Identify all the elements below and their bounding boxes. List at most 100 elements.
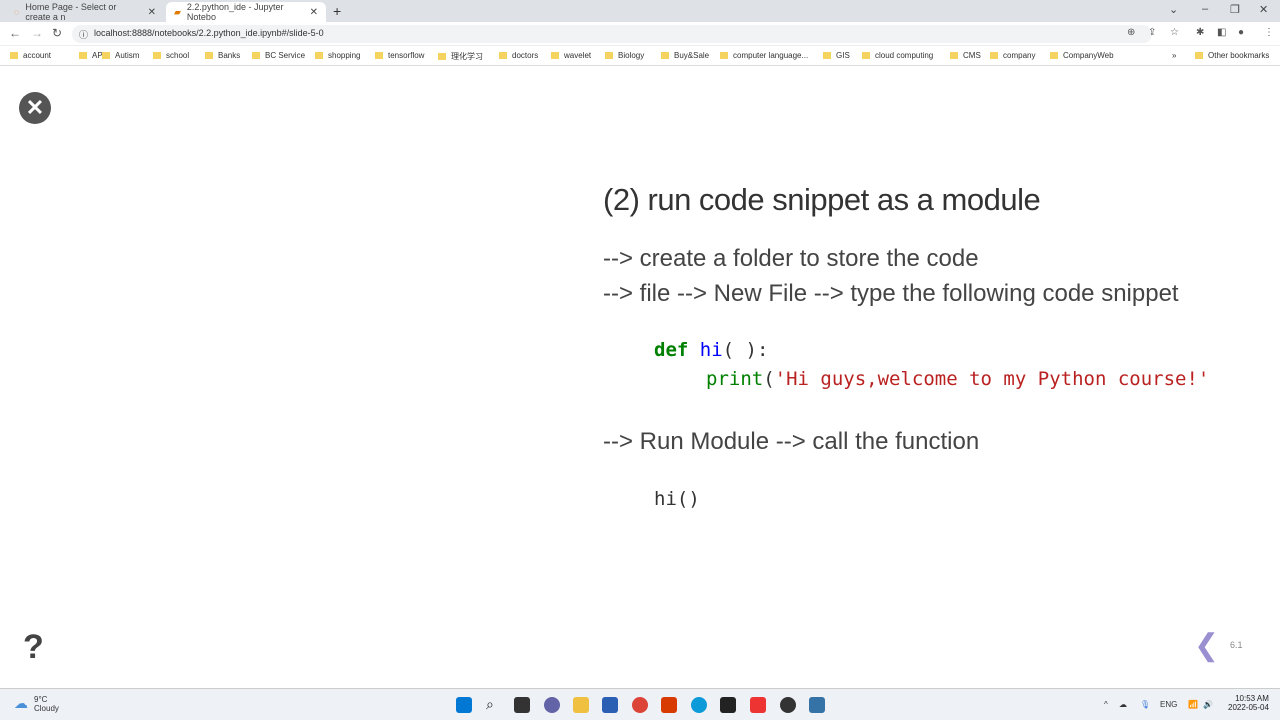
menu-icon[interactable]: ⋮ (1264, 27, 1274, 38)
help-button[interactable]: ? (23, 628, 44, 666)
folder-icon (1050, 52, 1058, 59)
slide-number: 6.1 (1230, 640, 1243, 650)
slide-line: --> file --> New File --> type the follo… (603, 280, 1179, 307)
avatar[interactable]: ● (1238, 27, 1245, 38)
folder-icon (661, 52, 669, 59)
file-explorer-icon[interactable] (573, 697, 589, 713)
other-bookmarks[interactable]: Other bookmarks (1195, 51, 1269, 60)
folder-icon (990, 52, 998, 59)
folder-icon (315, 52, 323, 59)
close-slideshow-button[interactable]: ✕ (19, 92, 51, 124)
folder-icon (10, 52, 18, 59)
wifi-icon[interactable]: 📶 (1188, 700, 1198, 709)
folder-icon (153, 52, 161, 59)
notebook-icon: ▰ (174, 6, 181, 17)
folder-icon (79, 52, 87, 59)
forward-icon[interactable]: → (31, 26, 43, 40)
chat-icon[interactable] (544, 697, 560, 713)
star-icon[interactable]: ☆ (1170, 27, 1179, 38)
bookmark-item[interactable]: GIS (823, 51, 850, 60)
search-icon[interactable]: ⌕ (486, 696, 494, 712)
bookmark-item[interactable]: AP (79, 51, 103, 60)
bookmark-item[interactable]: Banks (205, 51, 240, 60)
jupyter-icon: ◌ (14, 7, 20, 17)
language-indicator[interactable]: ENG (1160, 700, 1178, 709)
bookmark-item[interactable]: doctors (499, 51, 538, 60)
microphone-icon[interactable]: 🎙 (1140, 700, 1151, 709)
extensions-icon[interactable]: ✱ (1196, 27, 1205, 38)
bookmark-item[interactable]: school (153, 51, 189, 60)
tab-search-icon[interactable]: ⌄ (1169, 4, 1179, 16)
task-view-icon[interactable] (514, 697, 530, 713)
tab-python-ide[interactable]: ▰2.2.python_ide - Jupyter Notebo✕ (166, 2, 326, 22)
bookmark-item[interactable]: tensorflow (375, 51, 424, 60)
app-icon[interactable] (780, 697, 796, 713)
edge-icon[interactable] (691, 697, 707, 713)
folder-icon (950, 52, 958, 59)
bookmark-item[interactable]: Autism (102, 51, 139, 60)
bookmark-item[interactable]: company (990, 51, 1035, 60)
folder-icon (375, 52, 383, 59)
new-tab-button[interactable]: + (333, 3, 342, 19)
back-icon[interactable]: ← (9, 26, 21, 40)
bookmark-item[interactable]: shopping (315, 51, 360, 60)
slide-line: --> create a folder to store the code (603, 245, 979, 272)
zoom-icon[interactable]: ⊕ (1127, 27, 1136, 38)
share-icon[interactable]: ⇪ (1148, 27, 1157, 38)
folder-icon (823, 52, 831, 59)
python-icon[interactable] (809, 697, 825, 713)
bookmark-item[interactable]: Buy&Sale (661, 51, 709, 60)
store-icon[interactable] (602, 697, 618, 713)
sidepanel-icon[interactable]: ◧ (1217, 27, 1227, 38)
bookmark-item[interactable]: CMS (950, 51, 981, 60)
start-icon[interactable] (456, 697, 472, 713)
bookmark-item[interactable]: 理化学习 (438, 51, 483, 62)
info-icon: ⓘ (79, 30, 89, 40)
slide-line: --> Run Module --> call the function (603, 428, 980, 455)
restore-button[interactable]: ❐ (1230, 4, 1240, 16)
folder-icon (438, 53, 446, 60)
close-window-button[interactable]: ✕ (1259, 4, 1269, 16)
folder-icon (862, 52, 870, 59)
code-def-line: def hi( ): (654, 339, 769, 361)
folder-icon (1195, 52, 1203, 59)
show-hidden-icon[interactable]: ^ (1104, 700, 1108, 709)
bookmark-item[interactable]: computer language... (720, 51, 808, 60)
reload-icon[interactable]: ↻ (52, 26, 63, 40)
folder-icon (499, 52, 507, 59)
bookmark-item[interactable]: cloud computing (862, 51, 933, 60)
cloud-icon: ☁ (14, 695, 28, 711)
bookmark-item[interactable]: CompanyWeb (1050, 51, 1114, 60)
bookmark-item[interactable]: wavelet (551, 51, 591, 60)
bookmark-item[interactable]: BC Service (252, 51, 305, 60)
terminal-icon[interactable] (720, 697, 736, 713)
tab-bar: ◌Home Page - Select or create a n✕ ▰2.2.… (0, 0, 1280, 22)
volume-icon[interactable]: 🔊 (1203, 700, 1213, 709)
tab-home-page[interactable]: ◌Home Page - Select or create a n✕ (14, 2, 156, 22)
minimize-button[interactable]: – (1202, 3, 1209, 15)
bookmark-item[interactable]: account (10, 51, 51, 60)
more-bookmarks-icon[interactable]: » (1172, 51, 1177, 60)
onedrive-icon[interactable]: ☁ (1119, 700, 1127, 709)
wps-icon[interactable] (750, 697, 766, 713)
close-tab-icon[interactable]: ✕ (309, 6, 318, 18)
slide-title: (2) run code snippet as a module (603, 182, 1041, 217)
folder-icon (102, 52, 110, 59)
previous-slide-icon[interactable]: ❮ (1194, 629, 1220, 662)
folder-icon (252, 52, 260, 59)
folder-icon (720, 52, 728, 59)
bookmark-item[interactable]: Biology (605, 51, 644, 60)
close-tab-icon[interactable]: ✕ (147, 6, 156, 18)
code-print-line: print('Hi guys,welcome to my Python cour… (706, 368, 1210, 390)
chrome-icon[interactable] (632, 697, 648, 713)
code-call: hi() (654, 488, 700, 510)
folder-icon (551, 52, 559, 59)
office-icon[interactable] (661, 697, 677, 713)
folder-icon (205, 52, 213, 59)
